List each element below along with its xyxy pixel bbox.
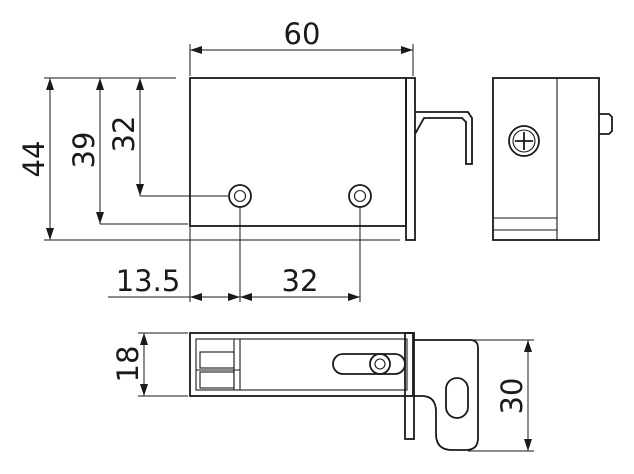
dimension-label-32-vertical: 32 [107, 116, 141, 153]
side-view-body [492, 77, 600, 241]
l-bracket [414, 339, 479, 451]
dimension-32-vertical: 32 [107, 78, 144, 196]
dimension-label-60: 60 [284, 17, 321, 51]
dimension-label-32-horizontal: 32 [282, 264, 319, 298]
bracket-slot [445, 377, 469, 419]
dimension-label-18: 18 [111, 346, 145, 383]
dimension-label-44: 44 [17, 141, 51, 178]
front-view-body [189, 77, 407, 227]
dimension-30: 30 [468, 339, 534, 452]
slot-screw-icon [369, 353, 391, 375]
dimension-label-30: 30 [495, 378, 529, 415]
front-view-side-plate [405, 77, 416, 241]
top-view [189, 332, 479, 451]
phillips-screw-icon [508, 125, 540, 157]
mount-hole-right [348, 184, 372, 208]
adjust-slot [332, 353, 406, 375]
top-view-body [189, 332, 414, 397]
latch-arm [414, 111, 473, 165]
circle-hole-icon [228, 184, 252, 208]
bracket-plate [404, 332, 415, 440]
mount-hole-left [228, 184, 252, 208]
front-view [189, 77, 473, 241]
dimension-18: 18 [111, 332, 188, 397]
circle-hole-icon [348, 184, 372, 208]
dimension-60: 60 [189, 17, 414, 76]
dimension-label-39: 39 [67, 132, 101, 169]
side-view-tab [599, 113, 613, 135]
dimension-44: 44 [17, 78, 54, 240]
dimension-label-13-5: 13.5 [116, 264, 181, 298]
dimension-39: 39 [67, 78, 104, 224]
dimension-32-horizontal: 32 [240, 264, 360, 301]
side-view [492, 77, 613, 241]
dimension-13-5: 13.5 [108, 264, 240, 301]
